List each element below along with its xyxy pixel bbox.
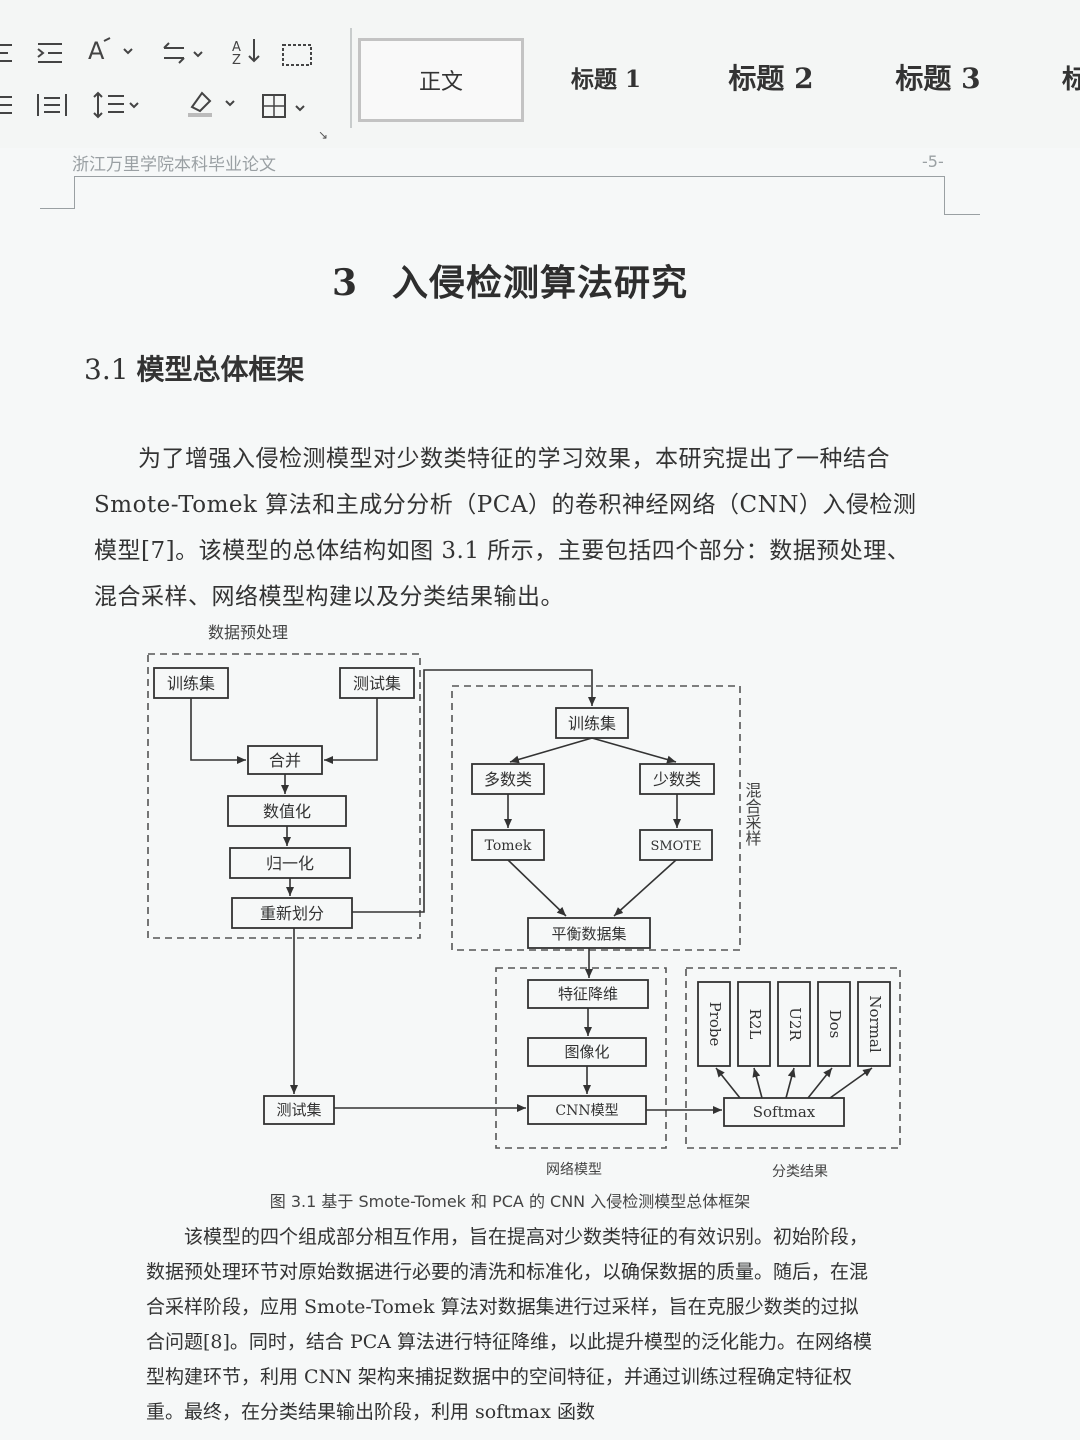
node-balanced: 平衡数据集	[551, 925, 626, 943]
class-r2l-box	[737, 981, 771, 1067]
node-test-set-bottom: 测试集	[276, 1101, 321, 1119]
edge-smote-balanced	[613, 859, 677, 917]
table-grid-icon[interactable]	[282, 38, 314, 72]
text-direction-icon[interactable]	[160, 36, 208, 70]
line-spacing-icon[interactable]	[92, 88, 142, 122]
node-imaging: 图像化	[564, 1043, 609, 1061]
node-test-set-top: 测试集	[353, 674, 401, 693]
node-resplit: 重新划分	[260, 904, 324, 923]
node-smote: SMOTE	[650, 839, 701, 854]
node-numerize: 数值化	[263, 802, 311, 821]
justify-icon[interactable]	[0, 88, 14, 122]
section-number: 3.1	[84, 353, 129, 386]
edge-softmax-u2r	[785, 1067, 796, 1099]
figure-caption: 图 3.1 基于 Smote-Tomek 和 PCA 的 CNN 入侵检测模型总…	[269, 1192, 751, 1211]
node-resplit-box	[231, 897, 353, 929]
class-label-dos: Dos	[826, 1010, 844, 1039]
node-cnn: CNN模型	[555, 1103, 618, 1119]
distributed-align-icon[interactable]	[36, 88, 68, 122]
svg-text:混合采样: 混合采样	[743, 782, 762, 846]
node-test-set-bottom-box	[263, 1095, 335, 1125]
class-label-probe: Probe	[706, 1002, 724, 1047]
section-title-text: 模型总体框架	[136, 353, 305, 386]
group-network-label: 网络模型	[546, 1162, 602, 1178]
edge-softmax-dos	[807, 1067, 833, 1099]
paragraph-intro: 为了增强入侵检测模型对少数类特征的学习效果，本研究提出了一种结合Smote-To…	[94, 446, 917, 610]
indent-icon[interactable]	[36, 36, 64, 70]
group-result-label: 分类结果	[772, 1164, 828, 1180]
borders-icon[interactable]	[262, 90, 312, 124]
class-label-r2l: R2L	[746, 1009, 764, 1040]
edge-softmax-r2l	[752, 1067, 763, 1099]
edge-test-merge	[324, 698, 378, 764]
paragraph-launcher-icon[interactable]: ↘	[318, 128, 329, 142]
margin-mark-right	[944, 214, 980, 215]
text-effect-icon[interactable]: A	[86, 34, 136, 68]
node-majority: 多数类	[484, 770, 532, 789]
node-train-set-2: 训练集	[568, 714, 616, 733]
node-normalize: 归一化	[266, 854, 314, 873]
class-u2r-box	[777, 981, 811, 1067]
shading-icon[interactable]	[186, 86, 240, 120]
margin-mark-left-v	[74, 176, 75, 209]
style-heading1-button[interactable]: 标题 1	[570, 66, 641, 93]
chapter-number: 3	[331, 262, 359, 304]
edge-resplit-train2	[352, 669, 596, 913]
edge-softmax-normal	[829, 1067, 873, 1099]
edge-softmax-probe	[715, 1067, 741, 1099]
framework-diagram: 数据预处理 混合采样 网络模型 分类结果 训练集 测试集 合并 数值化 归一化 …	[147, 623, 901, 1180]
svg-text:A: A	[88, 37, 105, 65]
group-preprocess-border	[147, 653, 421, 939]
svg-text:A: A	[232, 40, 241, 55]
align-left-icon[interactable]	[0, 36, 14, 70]
group-network-border	[495, 967, 667, 1149]
style-heading2-button[interactable]: 标题 2	[728, 62, 814, 95]
class-dos-box	[817, 981, 851, 1067]
node-merge: 合并	[269, 751, 301, 770]
svg-text:Z: Z	[232, 53, 241, 65]
node-softmax: Softmax	[753, 1103, 816, 1121]
edge-train2-majority	[509, 737, 593, 764]
ribbon-separator	[350, 28, 352, 128]
style-more-button[interactable]: 标	[1062, 64, 1080, 95]
edge-train-merge	[190, 698, 246, 764]
style-heading3-button[interactable]: 标题 3	[895, 62, 981, 95]
paragraph-description: 该模型的四个组成部分相互作用，旨在提高对少数类特征的有效识别。初始阶段，数据预处…	[146, 1226, 873, 1423]
class-normal-box	[857, 981, 891, 1067]
node-softmax-box	[723, 1097, 845, 1127]
margin-mark-left	[40, 208, 74, 209]
class-label-u2r: U2R	[786, 1007, 804, 1041]
node-tomek: Tomek	[485, 838, 532, 854]
node-feature-reduction: 特征降维	[558, 985, 618, 1003]
header-rule	[74, 176, 944, 177]
node-minority: 少数类	[653, 770, 701, 789]
edge-tomek-balanced	[507, 859, 567, 917]
edge-train2-minority	[591, 737, 677, 764]
group-preprocess-label: 数据预处理	[208, 623, 288, 642]
class-label-normal: Normal	[866, 995, 884, 1052]
group-result-border	[685, 967, 901, 1149]
page-header-left: 浙江万里学院本科毕业论文	[72, 155, 276, 175]
group-sampling-label: 混合采样	[743, 782, 762, 846]
group-sampling-border	[451, 685, 741, 951]
style-normal-button[interactable]: 正文	[358, 38, 524, 122]
node-train-set: 训练集	[167, 674, 215, 693]
chapter-title-text: 入侵检测算法研究	[392, 262, 689, 304]
chapter-title: 3 入侵检测算法研究	[0, 254, 1020, 306]
page-number: -5-	[922, 152, 944, 171]
class-probe-box	[697, 981, 731, 1067]
margin-mark-right-v	[944, 176, 945, 214]
